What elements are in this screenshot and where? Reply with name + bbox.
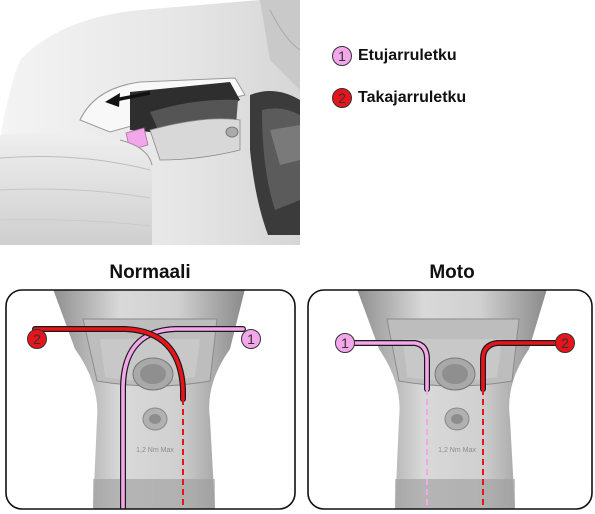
hose-marker-right: 1 xyxy=(241,329,261,349)
panel-normal: 1,2 Nm Max 2 1 xyxy=(5,289,296,510)
hose-marker-left: 1 xyxy=(335,333,355,353)
legend-item-front-hose: 1 Etujarruletku xyxy=(332,46,457,66)
panel-title-normal: Normaali xyxy=(50,262,250,284)
hose-marker-left: 2 xyxy=(27,329,47,349)
legend-label: Etujarruletku xyxy=(358,47,457,65)
legend-item-rear-hose: 2 Takajarruletku xyxy=(332,88,466,108)
torque-engraving: 1,2 Nm Max xyxy=(438,447,476,454)
torque-engraving: 1,2 Nm Max xyxy=(136,447,174,454)
stem-illustration xyxy=(0,0,300,245)
badge-number-1: 1 xyxy=(332,46,352,66)
hose-marker-right: 2 xyxy=(555,333,575,353)
badge-number-2: 2 xyxy=(332,88,352,108)
panel-moto: 1,2 Nm Max 1 2 xyxy=(307,289,593,510)
legend-label: Takajarruletku xyxy=(358,89,466,107)
panel-title-moto: Moto xyxy=(352,262,552,284)
